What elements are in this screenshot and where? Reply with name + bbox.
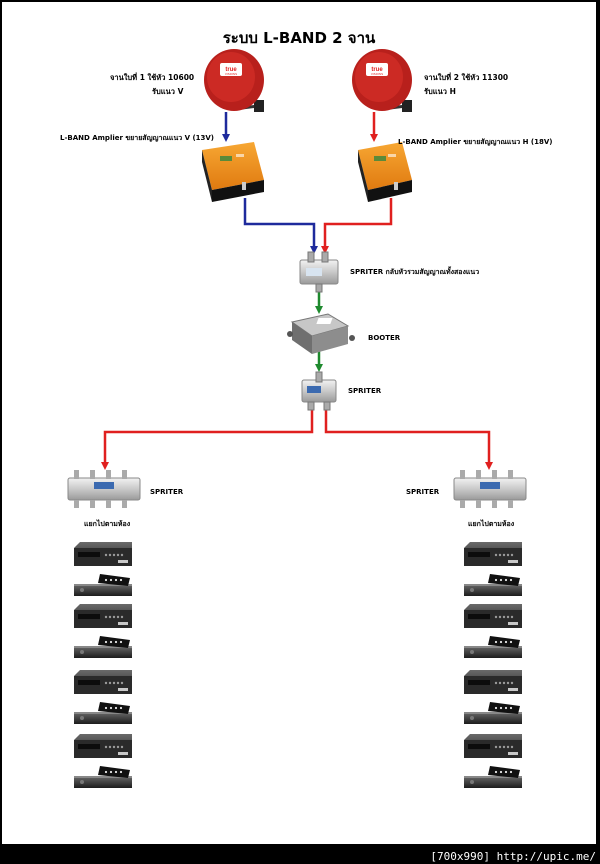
receiver-stack-left [74, 542, 132, 788]
room-left-label: แยกไปตามห้อง [84, 520, 131, 528]
red-line-to-right-splitter [324, 406, 493, 470]
splitter-main-label: SPRITER กลับหัวรวมสัญญาณทั้งสองแนว [350, 268, 480, 276]
dish-left-logo-top: true [225, 67, 237, 73]
connection-diagram: true VISIONS true VISIONS [67, 49, 527, 788]
diagram-title: ระบบ L-BAND 2 จาน [222, 29, 376, 47]
receiver-with-remote-2 [74, 574, 132, 596]
splitter-left-label: SPRITER [150, 488, 184, 496]
splitter-right-label: SPRITER [406, 488, 440, 496]
splitter-second-label: SPRITER [348, 387, 382, 395]
amplifier-right-label: L-BAND Amplier ขยายสัญญาณแนว H (18V) [398, 138, 553, 146]
h-line-amp-to-splitter [321, 198, 393, 254]
receiver-with-remote-6 [74, 702, 132, 724]
dish-right-caption-1: จานใบที่ 2 ใช้หัว 11300 [424, 73, 509, 82]
receiver-box-1 [74, 542, 132, 566]
receiver-with-remote-6 [464, 702, 522, 724]
receiver-with-remote-2 [464, 574, 522, 596]
receiver-with-remote-4 [464, 636, 522, 658]
booster [287, 313, 355, 354]
receiver-with-remote-4 [74, 636, 132, 658]
receiver-box-3 [464, 604, 522, 628]
receiver-box-5 [464, 670, 522, 694]
red-line-to-left-splitter [101, 406, 314, 470]
receiver-with-remote-8 [74, 766, 132, 788]
splitter-room-right [453, 470, 527, 508]
receiver-box-1 [464, 542, 522, 566]
receiver-box-5 [74, 670, 132, 694]
dish-left-caption-2: รับแนว V [152, 87, 184, 96]
receiver-with-remote-8 [464, 766, 522, 788]
satellite-dish-left: true VISIONS [204, 49, 264, 112]
splitter-second [301, 371, 337, 411]
satellite-dish-right: true VISIONS [352, 49, 412, 112]
image-host-footer: [700x990] http://upic.me/ [430, 850, 596, 863]
v-line-amp-to-splitter [243, 198, 318, 254]
dish-right-caption-2: รับแนว H [424, 87, 456, 96]
amplifier-right [358, 142, 412, 202]
receiver-box-3 [74, 604, 132, 628]
diagram-sheet: true VISIONS true VISIONS [2, 2, 596, 844]
receiver-box-7 [74, 734, 132, 758]
receiver-stack-right [464, 542, 522, 788]
splitter-room-left [67, 470, 141, 508]
dish-left-logo-bottom: VISIONS [225, 72, 237, 76]
room-right-label: แยกไปตามห้อง [468, 520, 515, 528]
dish-right-logo-bottom: VISIONS [371, 72, 383, 76]
splitter-main [299, 251, 339, 293]
receiver-box-7 [464, 734, 522, 758]
amplifier-left-label: L-BAND Amplier ขยายสัญญาณแนว V (13V) [60, 134, 215, 142]
dish-right-logo-top: true [371, 67, 383, 73]
booster-label: BOOTER [368, 334, 401, 342]
amplifier-left [202, 142, 264, 202]
dish-left-caption-1: จานใบที่ 1 ใช้หัว 10600 [110, 73, 195, 82]
